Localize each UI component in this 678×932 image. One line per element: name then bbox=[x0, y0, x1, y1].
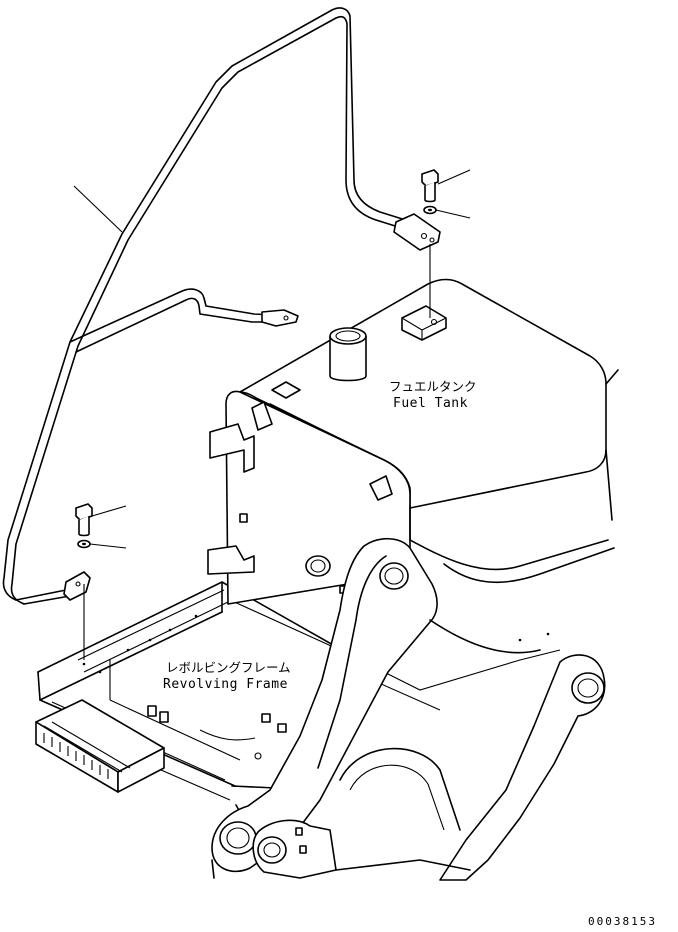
leader-lines bbox=[73, 169, 471, 549]
step bbox=[35, 699, 165, 793]
fuel-tank bbox=[207, 278, 619, 605]
fuel-tank-label-en: Fuel Tank bbox=[393, 396, 468, 411]
revolving-frame bbox=[37, 581, 561, 813]
revolving-frame-label-ja: レボルビングフレーム bbox=[166, 660, 291, 675]
fuel-tank-label-ja: フュエルタンク bbox=[389, 379, 477, 394]
boom-bracket bbox=[211, 537, 606, 881]
revolving-frame-label-en: Revolving Frame bbox=[163, 677, 288, 692]
handrail bbox=[2, 7, 441, 605]
document-number: 00038153 bbox=[588, 915, 657, 928]
